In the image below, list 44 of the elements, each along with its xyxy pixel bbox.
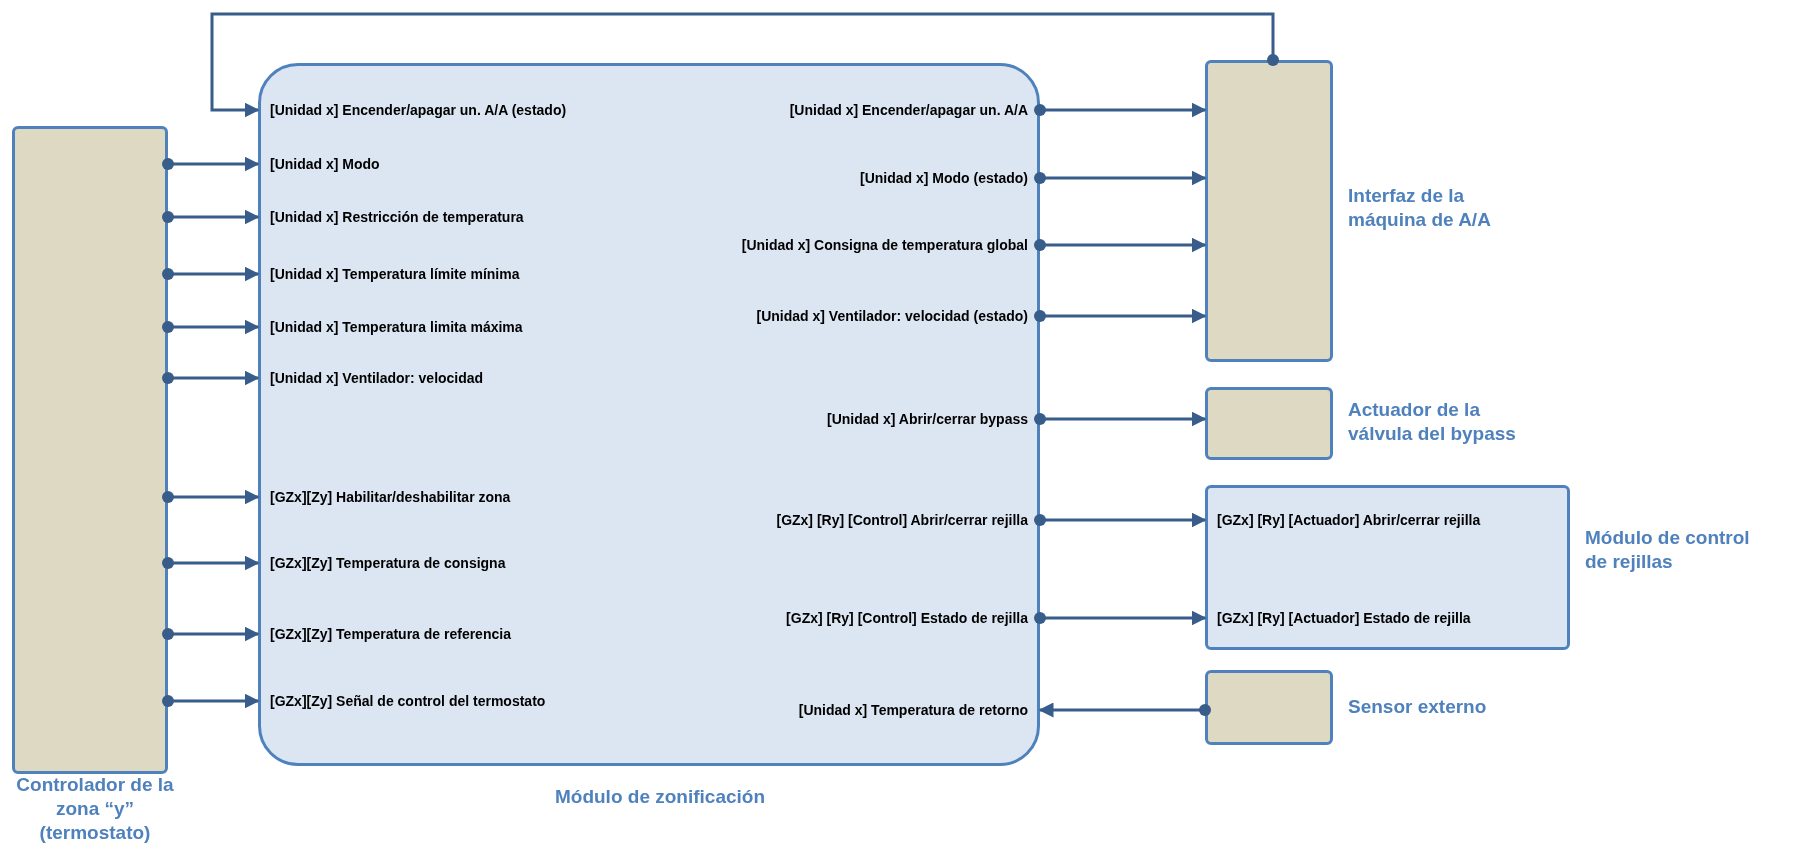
block-heading: Módulo de zonificación	[553, 785, 767, 810]
arrow	[162, 266, 260, 282]
signal-label: [GZx] [Ry] [Control] Estado de rejilla	[640, 604, 1040, 632]
block-heading: Módulo de control de rejillas	[1585, 526, 1751, 574]
block-heading: Controlador de la zona “y” (termostato)	[15, 773, 175, 845]
arrow	[1038, 702, 1211, 718]
arrow	[1034, 237, 1207, 253]
arrow	[162, 555, 260, 571]
signal-label: [Unidad x] Encender/apagar un. A/A	[640, 96, 1040, 124]
arrow	[162, 626, 260, 642]
arrow	[1034, 170, 1207, 186]
arrow	[162, 489, 260, 505]
signal-label: [GZx][Zy] Temperatura de referencia	[258, 620, 633, 648]
signal-label: [Unidad x] Temperatura límite mínima	[258, 260, 633, 288]
signal-label: [GZx][Zy] Habilitar/deshabilitar zona	[258, 483, 633, 511]
arrow	[1034, 308, 1207, 324]
signal-label: [Unidad x] Modo (estado)	[640, 164, 1040, 192]
block-heading: Actuador de la válvula del bypass	[1348, 398, 1517, 446]
arrow	[1034, 411, 1207, 427]
arrow	[1034, 512, 1207, 528]
arrow	[162, 370, 260, 386]
arrow	[162, 156, 260, 172]
arrow	[162, 693, 260, 709]
arrow	[162, 319, 260, 335]
block-heading: Interfaz de la máquina de A/A	[1348, 184, 1492, 232]
signal-label: [GZx] [Ry] [Control] Abrir/cerrar rejilla	[640, 506, 1040, 534]
signal-label: [Unidad x] Modo	[258, 150, 633, 178]
signal-label: [Unidad x] Abrir/cerrar bypass	[640, 405, 1040, 433]
signal-label: [Unidad x] Ventilador: velocidad (estado)	[640, 302, 1040, 330]
signal-label: [Unidad x] Temperatura limita máxima	[258, 313, 633, 341]
signal-label: [GZx][Zy] Señal de control del termostato	[258, 687, 633, 715]
signal-label: [Unidad x] Temperatura de retorno	[640, 696, 1040, 724]
signal-label: [GZx] [Ry] [Actuador] Abrir/cerrar rejilla	[1205, 506, 1565, 534]
arrow	[162, 209, 260, 225]
arrow	[210, 12, 1279, 118]
arrow	[1034, 102, 1207, 118]
signal-label: [GZx][Zy] Temperatura de consigna	[258, 549, 633, 577]
block-heading: Sensor externo	[1348, 695, 1488, 720]
signal-label: [Unidad x] Encender/apagar un. A/A (estado)	[258, 96, 633, 124]
signal-label: [Unidad x] Consigna de temperatura global	[640, 231, 1040, 259]
signal-label: [Unidad x] Ventilador: velocidad	[258, 364, 633, 392]
signal-label: [Unidad x] Restricción de temperatura	[258, 203, 633, 231]
signal-label: [GZx] [Ry] [Actuador] Estado de rejilla	[1205, 604, 1565, 632]
arrow	[1034, 610, 1207, 626]
